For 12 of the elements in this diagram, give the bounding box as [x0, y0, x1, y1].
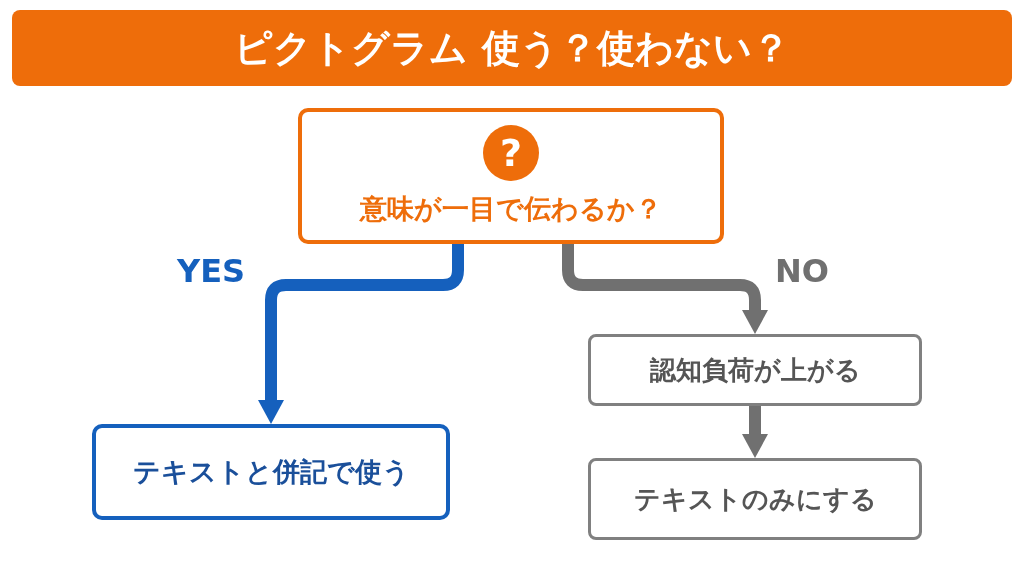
action-box [92, 424, 450, 520]
question-mark-badge: ? [483, 125, 539, 181]
result-box [588, 334, 922, 406]
box-text: テキストと併記で使う [132, 455, 410, 489]
box-text: テキストのみにする [633, 482, 877, 516]
question-box [298, 108, 724, 244]
box-text: 認知負荷が上がる [649, 353, 861, 387]
title-banner [12, 10, 1012, 86]
action-box [588, 458, 922, 540]
title-text: ピクトグラム 使う？使わない？ [234, 24, 790, 72]
box-text: 意味が一目で伝わるか？ [360, 192, 662, 226]
arrow [742, 406, 768, 458]
